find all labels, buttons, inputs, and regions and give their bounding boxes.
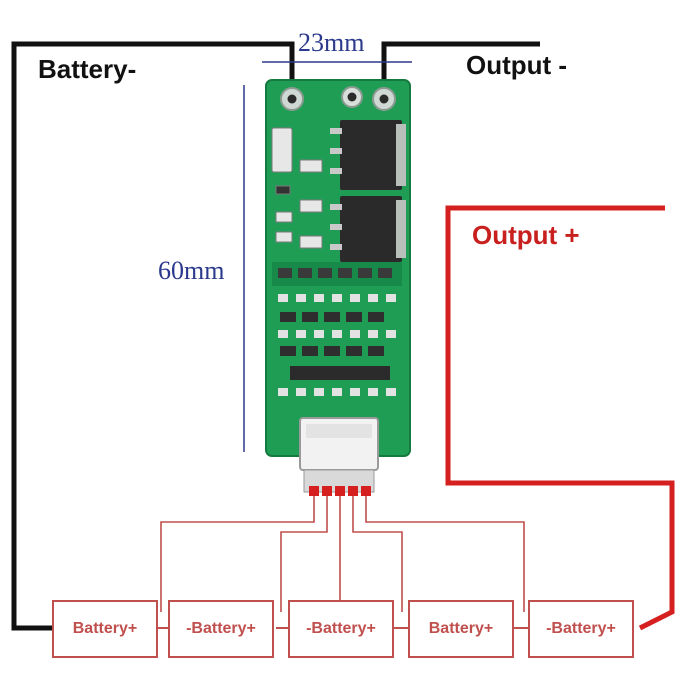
balance-connector [299, 417, 379, 493]
battery-cell-label: Battery+ [428, 620, 494, 637]
battery-cell-label: -Battery+ [306, 620, 376, 637]
battery-cell-1: Battery+ [52, 600, 158, 658]
output-positive-label: Output + [472, 220, 580, 250]
battery-cell-label: Battery+ [72, 620, 138, 637]
width-dimension-label: 23mm [298, 28, 365, 57]
battery-cell-5: -Battery+ [528, 600, 634, 658]
battery-negative-label: Battery- [38, 54, 137, 84]
component-grid [272, 262, 402, 396]
bms-pcb-board [265, 79, 411, 493]
mosfet-top [330, 120, 406, 190]
battery-negative-wire [11, 41, 295, 631]
balance-wires [160, 492, 525, 612]
balance-wire-ends [309, 486, 371, 496]
output-positive-wire [445, 205, 675, 631]
smd-components [271, 127, 323, 249]
mosfet-bottom [330, 196, 406, 262]
height-dimension-label: 60mm [158, 256, 225, 285]
battery-cell-label: -Battery+ [186, 620, 256, 637]
battery-cell-2: -Battery+ [168, 600, 274, 658]
battery-cell-label: -Battery+ [546, 620, 616, 637]
battery-cell-4: Battery+ [408, 600, 514, 658]
output-negative-label: Output - [466, 50, 568, 80]
battery-cell-3: -Battery+ [288, 600, 394, 658]
